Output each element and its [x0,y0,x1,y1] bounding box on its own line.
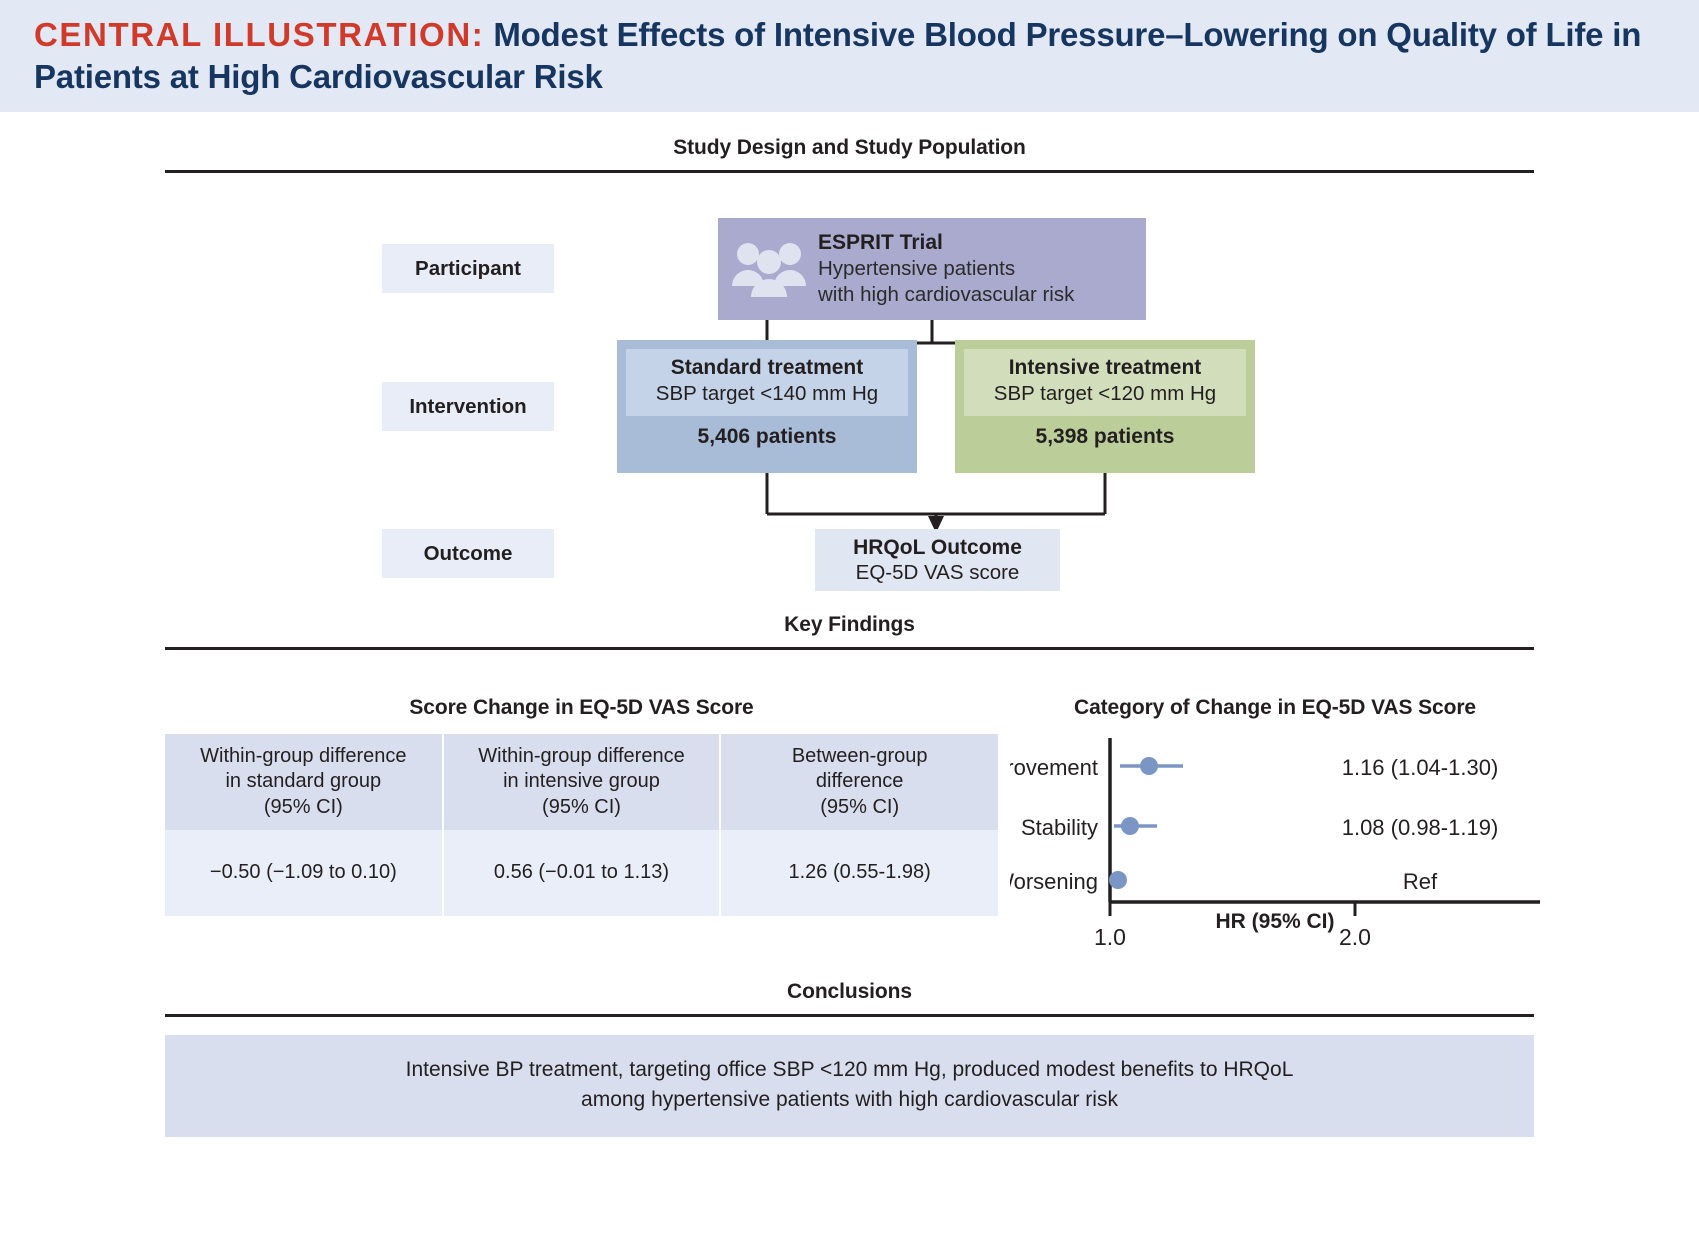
header-line: in intensive group [503,770,660,793]
forest-value-worsening: Ref [1403,869,1438,894]
intensive-treatment-box: Intensive treatment SBP target <120 mm H… [955,340,1255,473]
hr-axis-caption: HR (95% CI) [1215,910,1335,933]
page-title: CENTRAL ILLUSTRATION: Modest Effects of … [34,14,1665,98]
participant-box: ESPRIT Trial Hypertensive patients with … [718,218,1146,320]
conclusions-line-1: Intensive BP treatment, targeting office… [405,1058,1294,1081]
point-marker-stability [1121,817,1139,835]
forest-value-stability: 1.08 (0.98-1.19) [1342,815,1499,840]
forest-plot-title: Category of Change in EQ-5D VAS Score [1074,696,1476,719]
x-tick-label-1: 1.0 [1094,924,1126,950]
table-header-cell: Within-group difference in intensive gro… [442,734,722,830]
standard-treatment-target: SBP target <140 mm Hg [655,382,879,406]
conclusions-box: Intensive BP treatment, targeting office… [165,1035,1534,1137]
table-row: −0.50 (−1.09 to 0.10) 0.56 (−0.01 to 1.1… [165,830,998,916]
conclusions-section: Conclusions Intensive BP treatment, targ… [0,980,1699,1137]
score-change-table: Within-group difference in standard grou… [165,734,998,916]
hrqol-outcome-title: HRQoL Outcome [853,535,1022,559]
participant-line-2: with high cardiovascular risk [818,283,1075,307]
study-design-heading: Study Design and Study Population [673,136,1026,159]
row-label-outcome: Outcome [382,529,554,578]
standard-treatment-patients: 5,406 patients [697,424,837,448]
conclusions-line-2: among hypertensive patients with high ca… [581,1087,1118,1111]
header-line: Within-group difference [478,745,685,768]
hrqol-outcome-box: HRQoL Outcome EQ-5D VAS score [815,529,1060,591]
intensive-treatment-inner: Intensive treatment SBP target <120 mm H… [964,349,1246,416]
participant-title: ESPRIT Trial [818,230,943,254]
point-marker-worsening [1109,871,1127,889]
header-line: (95% CI) [820,795,900,818]
intensive-treatment-title: Intensive treatment [1008,356,1202,379]
study-design-divider [165,170,1534,173]
participant-line-1: Hypertensive patients [818,257,1016,281]
standard-treatment-inner: Standard treatment SBP target <140 mm Hg [626,349,908,416]
table-header-cell: Within-group difference in standard grou… [165,734,444,830]
header-band: CENTRAL ILLUSTRATION: Modest Effects of … [0,0,1699,112]
forest-category-stability: Stability [1021,815,1098,840]
table-header-cell: Between-group difference (95% CI) [720,734,998,830]
flow-diagram: Participant Intervention Outcome ESPRIT … [0,173,1699,613]
forest-plot-wrap: Category of Change in EQ-5D VAS Score Im… [970,696,1540,970]
intensive-treatment-target: SBP target <120 mm Hg [993,382,1217,406]
forest-plot: Improvement 1.16 (1.04-1.30) Stability 1… [970,738,1540,950]
hrqol-outcome-subtitle: EQ-5D VAS score [855,561,1020,585]
point-marker-improvement [1140,757,1158,775]
table-cell-between: 1.26 (0.55-1.98) [720,830,998,916]
key-findings-section: Key Findings Score Change in EQ-5D VAS S… [0,613,1699,980]
table-cell-standard: −0.50 (−1.09 to 0.10) [165,830,444,916]
people-icon [732,243,806,297]
standard-treatment-box: Standard treatment SBP target <140 mm Hg… [617,340,917,473]
header-line: in standard group [225,770,382,793]
conclusions-divider [165,1014,1534,1017]
study-design-section: Study Design and Study Population [0,136,1699,613]
forest-value-improvement: 1.16 (1.04-1.30) [1342,755,1499,780]
header-line: Between-group [791,745,928,768]
key-findings-heading: Key Findings [784,613,915,636]
table-cell-intensive: 0.56 (−0.01 to 1.13) [442,830,722,916]
score-change-title: Score Change in EQ-5D VAS Score [409,696,754,719]
table-header-row: Within-group difference in standard grou… [165,734,998,830]
key-findings-divider [165,647,1534,650]
key-findings-panel: Score Change in EQ-5D VAS Score Within-g… [0,650,1699,980]
header-line: (95% CI) [263,795,343,818]
participant-text: ESPRIT Trial Hypertensive patients with … [808,230,1074,309]
header-line: difference [815,770,904,793]
header-line: (95% CI) [542,795,621,818]
row-label-participant: Participant [382,244,554,293]
row-label-intervention: Intervention [382,382,554,431]
header-line: Within-group difference [200,745,407,768]
conclusions-heading: Conclusions [787,980,912,1003]
standard-treatment-title: Standard treatment [670,356,864,379]
forest-category-improvement: Improvement [1010,755,1098,780]
x-tick-label-2: 2.0 [1339,924,1371,950]
intensive-treatment-patients: 5,398 patients [1035,424,1175,448]
central-illustration-kicker: CENTRAL ILLUSTRATION: [34,16,485,53]
forest-category-worsening: Worsening [1010,869,1098,894]
score-change-table-wrap: Score Change in EQ-5D VAS Score Within-g… [165,696,998,916]
page-title-text: Modest Effects of Intensive Blood Pressu… [34,16,1642,96]
